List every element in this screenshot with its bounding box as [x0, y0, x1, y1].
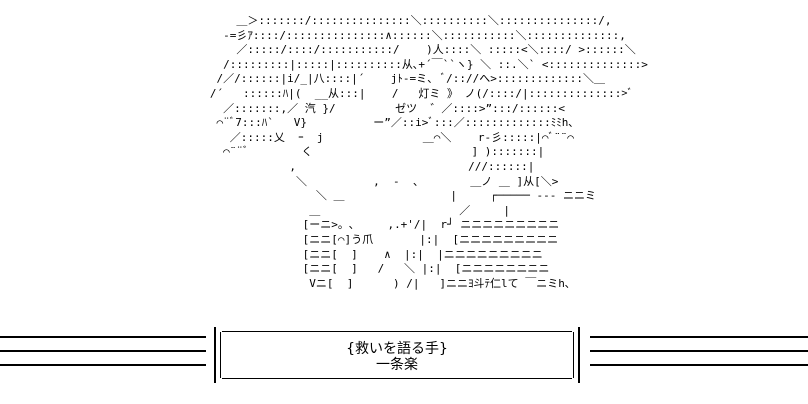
caption-box-left-inner-edge [220, 332, 221, 378]
caption-title: {救いを語る手} [346, 341, 448, 357]
ascii-art-figure: ＿＞:::::::/:::::::::::::::＼::::::::::＼:::… [209, 14, 648, 290]
caption-name: 一条楽 [376, 357, 418, 373]
caption-box: {救いを語る手} 一条楽 [214, 327, 580, 383]
right-rule-top [590, 336, 808, 338]
left-rule-middle [0, 350, 206, 352]
right-rule-middle [590, 350, 808, 352]
left-rule-bottom [0, 364, 206, 366]
left-rule-top [0, 336, 206, 338]
right-rule-bottom [590, 364, 808, 366]
caption-box-right-inner-edge [573, 332, 574, 378]
